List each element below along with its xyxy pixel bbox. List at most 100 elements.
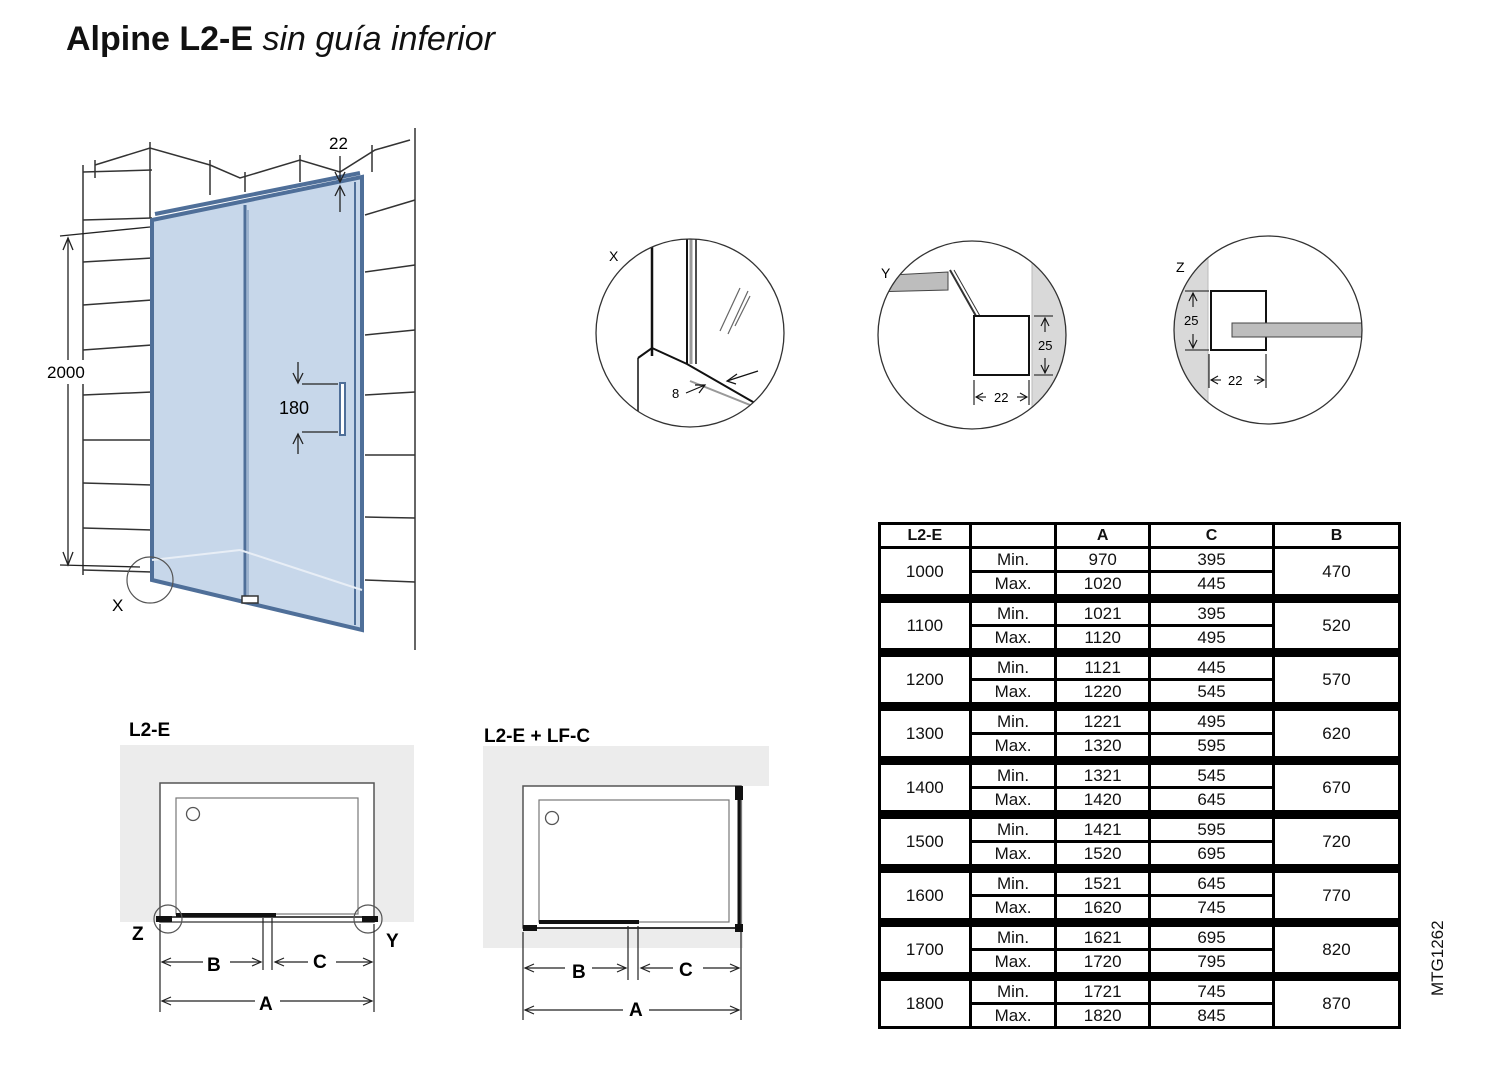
row-separator (881, 597, 1398, 600)
cell-a-max: 1220 (1057, 681, 1149, 702)
cell-c-max: 545 (1151, 681, 1272, 702)
cell-a-max: 1420 (1057, 789, 1149, 810)
cell-b: 670 (1274, 765, 1398, 810)
plan-l2e: L2-E Z Y B C A (120, 720, 414, 1015)
cell-max-label: Max. (971, 1005, 1055, 1026)
detail-z: Z 25 22 (1173, 235, 1363, 425)
row-separator (881, 651, 1398, 654)
plan-lfc-title: L2-E + LF-C (484, 726, 590, 747)
shower-glass (150, 174, 364, 633)
cell-c-max: 645 (1151, 789, 1272, 810)
cell-a-max: 1120 (1057, 627, 1149, 648)
cell-min-label: Min. (971, 603, 1055, 624)
detail-x-label: X (609, 248, 619, 264)
marker-y (353, 904, 383, 934)
cell-a-min: 1621 (1057, 927, 1149, 948)
cell-c-min: 595 (1151, 819, 1272, 840)
cell-a-max: 1020 (1057, 573, 1149, 594)
row-separator (881, 813, 1398, 816)
plan-l2e-c: C (313, 952, 327, 973)
cell-size: 1000 (881, 549, 969, 594)
detail-x-dim-8: 8 (672, 386, 679, 401)
header-b: B (1274, 525, 1398, 546)
plan-l2e-b: B (207, 955, 221, 976)
dim-top-22: 22 (329, 134, 348, 153)
detail-x: X 8 (595, 238, 785, 428)
cell-size: 1500 (881, 819, 969, 864)
cell-min-label: Min. (971, 819, 1055, 840)
header-range (971, 525, 1055, 546)
cell-a-min: 1521 (1057, 873, 1149, 894)
cell-min-label: Min. (971, 549, 1055, 570)
row-separator (881, 975, 1398, 978)
detail-x-marker (126, 556, 174, 604)
cell-c-max: 595 (1151, 735, 1272, 756)
cell-a-min: 1321 (1057, 765, 1149, 786)
cell-a-min: 1421 (1057, 819, 1149, 840)
plan-l2e-title: L2-E (129, 720, 170, 741)
cell-c-min: 745 (1151, 981, 1272, 1002)
title-subtitle: sin guía inferior (262, 20, 495, 58)
detail-y-label: Y (881, 265, 891, 281)
detail-y-dim-25: 25 (1038, 338, 1052, 353)
cell-a-min: 1721 (1057, 981, 1149, 1002)
cell-a-max: 1520 (1057, 843, 1149, 864)
cell-c-max: 745 (1151, 897, 1272, 918)
cell-max-label: Max. (971, 735, 1055, 756)
cell-max-label: Max. (971, 897, 1055, 918)
dim-height-2000: 2000 (47, 363, 85, 382)
detail-y-dim-22: 22 (994, 390, 1008, 405)
cell-min-label: Min. (971, 927, 1055, 948)
cell-c-min: 395 (1151, 603, 1272, 624)
plan-l2e-a: A (259, 994, 273, 1015)
detail-z-dim-22: 22 (1228, 373, 1242, 388)
cell-c-max: 495 (1151, 627, 1272, 648)
cell-c-min: 395 (1151, 549, 1272, 570)
cell-min-label: Min. (971, 981, 1055, 1002)
cell-b: 770 (1274, 873, 1398, 918)
cell-min-label: Min. (971, 711, 1055, 732)
cell-a-max: 1620 (1057, 897, 1149, 918)
cell-size: 1100 (881, 603, 969, 648)
cell-a-min: 1221 (1057, 711, 1149, 732)
table-header: L2-E A C B (881, 525, 1398, 546)
row-separator (881, 867, 1398, 870)
door-handle (339, 382, 346, 436)
cell-c-max: 795 (1151, 951, 1272, 972)
cell-min-label: Min. (971, 765, 1055, 786)
header-a: A (1057, 525, 1149, 546)
cell-c-max: 695 (1151, 843, 1272, 864)
cell-size: 1700 (881, 927, 969, 972)
cell-c-min: 695 (1151, 927, 1272, 948)
cell-c-min: 545 (1151, 765, 1272, 786)
detail-z-label: Z (1176, 259, 1185, 275)
header-model: L2-E (881, 525, 969, 546)
cell-size: 1200 (881, 657, 969, 702)
row-separator (881, 759, 1398, 762)
cell-max-label: Max. (971, 951, 1055, 972)
cell-c-min: 445 (1151, 657, 1272, 678)
detail-y: Y 25 22 (877, 240, 1067, 430)
header-c: C (1151, 525, 1272, 546)
cell-min-label: Min. (971, 657, 1055, 678)
page-title: Alpine L2-E sin guía inferior (66, 20, 495, 59)
row-separator (881, 921, 1398, 924)
plan-l2e-lfc: L2-E + LF-C B C A (483, 726, 769, 1021)
cell-c-max: 445 (1151, 573, 1272, 594)
cell-b: 720 (1274, 819, 1398, 864)
detail-z-dim-25: 25 (1184, 313, 1198, 328)
cell-c-min: 495 (1151, 711, 1272, 732)
